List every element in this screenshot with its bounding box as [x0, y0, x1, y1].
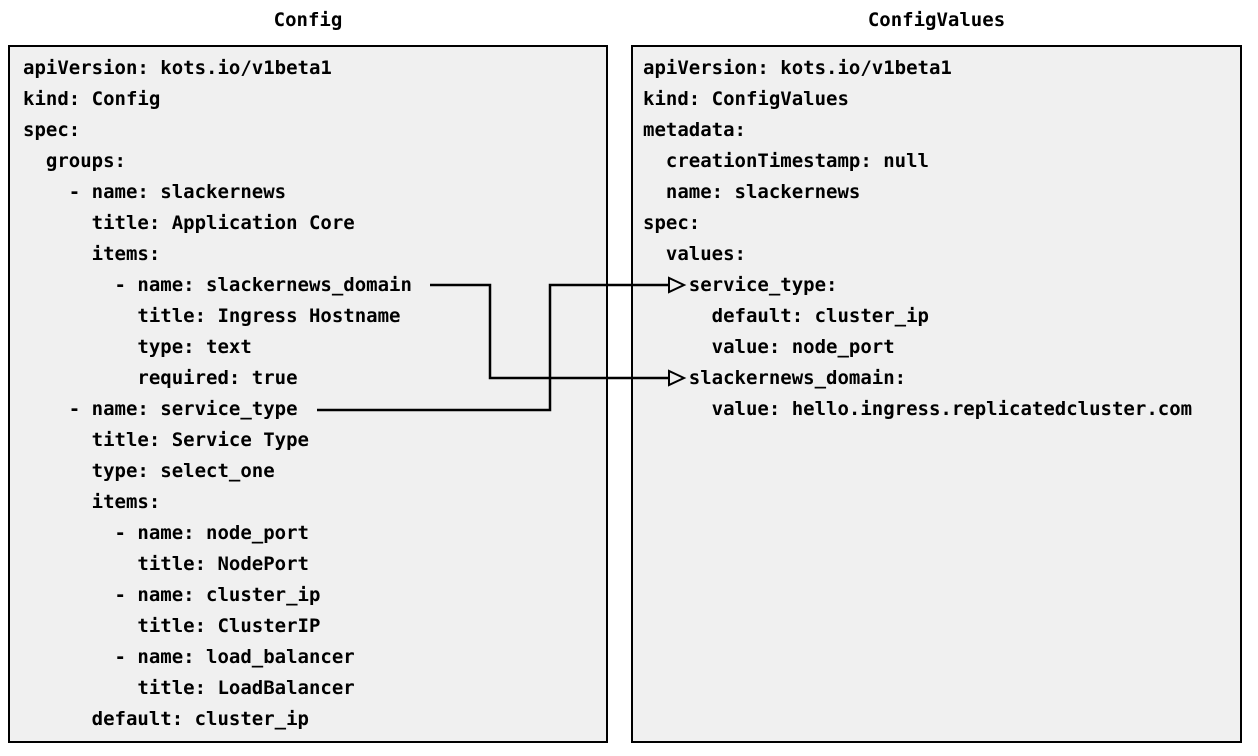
yaml-line: value: node_port [643, 336, 895, 358]
yaml-line: title: Service Type [23, 429, 309, 451]
yaml-line: creationTimestamp: null [643, 150, 929, 172]
yaml-line: title: Application Core [23, 212, 355, 234]
yaml-line: groups: [23, 150, 126, 172]
yaml-line: default: cluster_ip [643, 305, 929, 327]
yaml-line: title: LoadBalancer [23, 677, 355, 699]
configvalues-yaml-panel: apiVersion: kots.io/v1beta1 kind: ConfigV… [631, 45, 1242, 743]
yaml-line: slackernews_domain: [643, 367, 907, 389]
yaml-line: default: cluster_ip [23, 708, 309, 730]
yaml-line: - name: slackernews [23, 181, 287, 203]
yaml-line: apiVersion: kots.io/v1beta1 [643, 57, 952, 79]
yaml-line: required: true [23, 367, 298, 389]
yaml-line: spec: [23, 119, 81, 141]
yaml-line: items: [23, 491, 161, 513]
configvalues-panel-title: ConfigValues [867, 9, 1006, 31]
yaml-line: service_type: [643, 274, 838, 296]
config-yaml-panel: apiVersion: kots.io/v1beta1 kind: Config s… [8, 45, 608, 743]
yaml-line: - name: cluster_ip [23, 584, 321, 606]
yaml-line: - name: slackernews_domain [23, 274, 412, 296]
yaml-line: apiVersion: kots.io/v1beta1 [23, 57, 332, 79]
yaml-line: title: Ingress Hostname [23, 305, 401, 327]
config-panel-title: Config [273, 9, 343, 31]
yaml-line: type: select_one [23, 460, 275, 482]
yaml-line: items: [23, 243, 161, 265]
yaml-line: name: slackernews [643, 181, 861, 203]
yaml-line: type: text [23, 336, 252, 358]
yaml-line: title: NodePort [23, 553, 309, 575]
yaml-line: metadata: [643, 119, 746, 141]
yaml-line: - name: node_port [23, 522, 309, 544]
yaml-line: spec: [643, 212, 701, 234]
yaml-line: kind: ConfigValues [643, 88, 849, 110]
yaml-line: - name: load_balancer [23, 646, 355, 668]
yaml-line: value: hello.ingress.replicatedcluster.c… [643, 398, 1193, 420]
yaml-line: values: [643, 243, 746, 265]
yaml-line: kind: Config [23, 88, 161, 110]
yaml-line: title: ClusterIP [23, 615, 321, 637]
yaml-line: - name: service_type [23, 398, 298, 420]
